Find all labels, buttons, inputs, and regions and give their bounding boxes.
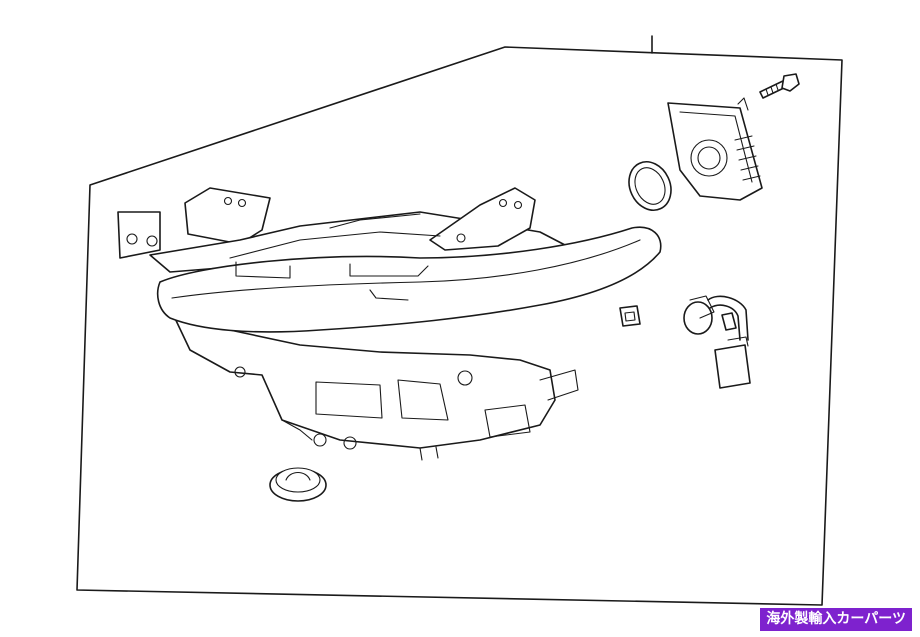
o-ring-seal xyxy=(621,155,678,217)
ballast-module xyxy=(668,98,762,200)
retaining-clip xyxy=(620,306,640,326)
headlamp-housing xyxy=(118,188,661,460)
bulb-socket-harness xyxy=(684,296,750,388)
grommet-cap xyxy=(270,468,326,501)
assembly-frame xyxy=(77,36,842,605)
mounting-bolt xyxy=(760,74,799,98)
import-car-parts-badge: 海外製輸入カーパーツ xyxy=(760,608,912,631)
